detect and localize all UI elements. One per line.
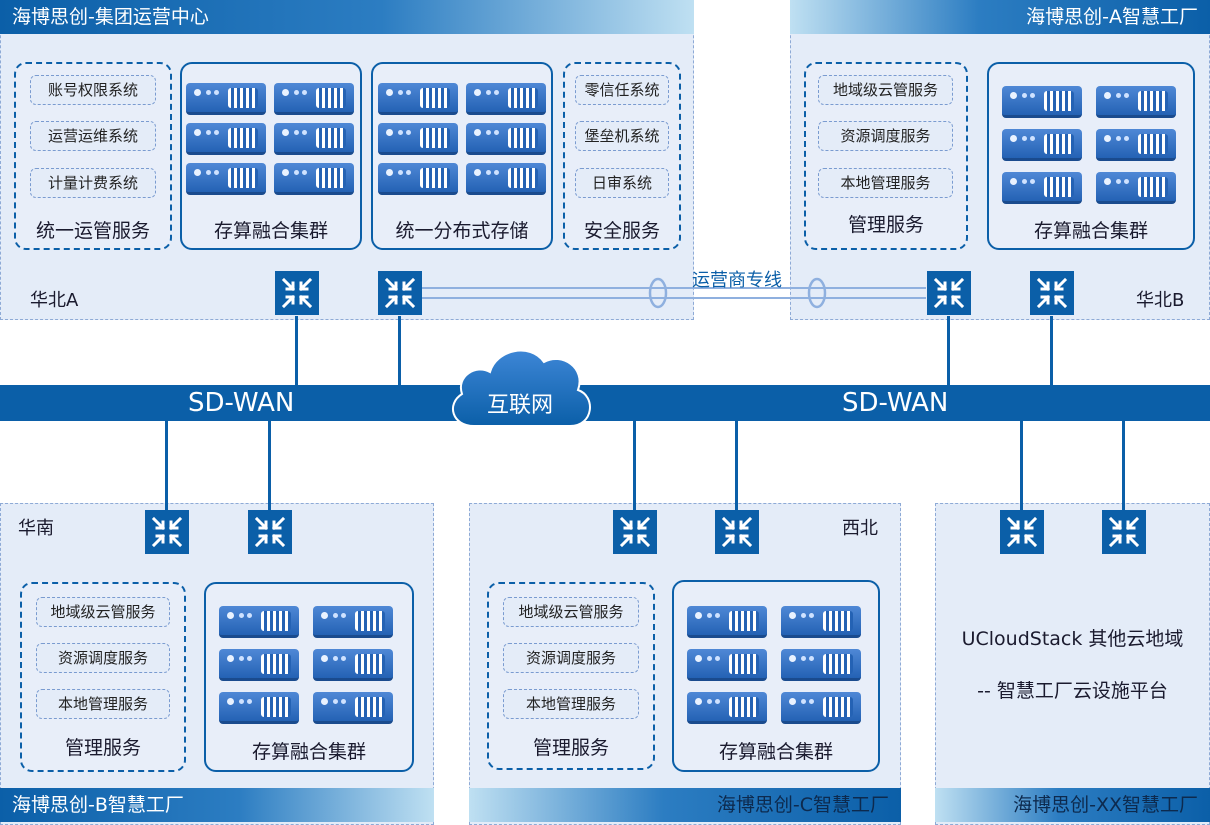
server-icon	[781, 692, 861, 724]
link-c-1	[633, 420, 636, 512]
server-icon	[186, 163, 266, 195]
server-icon	[274, 83, 354, 115]
server-icon	[687, 692, 767, 724]
link-c-2	[735, 420, 738, 512]
region-factory-xx	[935, 503, 1210, 825]
factory-xx-line-2: -- 智慧工厂云设施平台	[977, 680, 1168, 702]
server-icon	[687, 606, 767, 638]
factory-b-compute-label: 存算融合集群	[251, 741, 366, 763]
switch-hq-2	[378, 271, 422, 315]
server-icon	[378, 123, 458, 155]
factory-c-mgmt-item-2: 资源调度服务	[503, 643, 639, 673]
switch-xx-1	[1000, 510, 1044, 554]
carrier-line	[420, 277, 926, 309]
switch-c-1	[613, 510, 657, 554]
sd-wan-bus	[0, 385, 1210, 421]
internet-label: 互联网	[486, 393, 553, 418]
hq-security-label: 安全服务	[583, 220, 660, 242]
server-icon	[186, 123, 266, 155]
server-icon	[781, 606, 861, 638]
sd-wan-label-right: SD-WAN	[842, 388, 949, 418]
server-icon	[1002, 86, 1082, 118]
switch-b-2	[248, 510, 292, 554]
link-hq-1	[295, 316, 298, 386]
factory-b-title: 海博思创-B智慧工厂	[0, 788, 434, 822]
server-icon	[1096, 172, 1176, 204]
link-a-1	[947, 316, 950, 386]
switch-hq-1	[275, 271, 319, 315]
factory-a-title: 海博思创-A智慧工厂	[790, 0, 1210, 34]
sd-wan-label-left: SD-WAN	[188, 388, 295, 418]
hq-ops-item-2: 运营运维系统	[30, 121, 156, 151]
factory-a-mgmt-item-2: 资源调度服务	[818, 121, 953, 151]
hq-storage-label: 统一分布式存储	[395, 220, 529, 242]
hq-security-item-3: 日审系统	[575, 168, 669, 198]
server-icon	[274, 163, 354, 195]
server-icon	[313, 649, 393, 681]
factory-a-mgmt-item-3: 本地管理服务	[818, 168, 953, 198]
link-a-2	[1050, 316, 1053, 386]
hq-title: 海博思创-集团运营中心	[0, 0, 694, 34]
server-icon	[378, 163, 458, 195]
server-icon	[274, 123, 354, 155]
factory-a-mgmt-label: 管理服务	[847, 214, 924, 236]
server-icon	[219, 606, 299, 638]
factory-xx-title: 海博思创-XX智慧工厂	[935, 788, 1210, 822]
switch-c-2	[715, 510, 759, 554]
internet-cloud-icon	[451, 349, 591, 427]
switch-a-2	[1030, 271, 1074, 315]
server-icon	[687, 649, 767, 681]
hq-ops-item-3: 计量计费系统	[30, 168, 156, 198]
factory-c-region-label: 西北	[842, 518, 878, 539]
factory-b-mgmt-item-2: 资源调度服务	[36, 643, 170, 673]
switch-a-1	[927, 271, 971, 315]
switch-b-1	[145, 510, 189, 554]
switch-xx-2	[1102, 510, 1146, 554]
factory-a-region-label: 华北B	[1136, 290, 1185, 311]
hq-ops-label: 统一运管服务	[35, 220, 150, 242]
hq-security-item-1: 零信任系统	[575, 75, 669, 105]
carrier-line-label: 运营商专线	[692, 270, 782, 291]
factory-a-mgmt-item-1: 地域级云管服务	[818, 75, 953, 105]
server-icon	[1096, 129, 1176, 161]
server-icon	[1096, 86, 1176, 118]
factory-c-compute-label: 存算融合集群	[718, 741, 833, 763]
hq-region-label: 华北A	[30, 290, 79, 311]
server-icon	[1002, 172, 1082, 204]
server-icon	[466, 163, 546, 195]
link-xx-2	[1122, 420, 1125, 512]
server-icon	[1002, 129, 1082, 161]
server-icon	[313, 692, 393, 724]
factory-b-mgmt-item-1: 地域级云管服务	[36, 597, 170, 627]
link-xx-1	[1020, 420, 1023, 512]
server-icon	[219, 649, 299, 681]
hq-ops-item-1: 账号权限系统	[30, 75, 156, 105]
server-icon	[781, 649, 861, 681]
factory-b-region-label: 华南	[18, 518, 54, 539]
factory-c-mgmt-item-1: 地域级云管服务	[503, 597, 639, 627]
hq-compute-label: 存算融合集群	[213, 220, 328, 242]
server-icon	[219, 692, 299, 724]
link-b-2	[268, 420, 271, 512]
factory-c-mgmt-label: 管理服务	[532, 737, 609, 759]
factory-b-mgmt-item-3: 本地管理服务	[36, 689, 170, 719]
factory-a-compute-label: 存算融合集群	[1033, 220, 1148, 242]
server-icon	[313, 606, 393, 638]
server-icon	[466, 83, 546, 115]
factory-b-mgmt-label: 管理服务	[64, 737, 141, 759]
hq-security-item-2: 堡垒机系统	[575, 121, 669, 151]
link-hq-2	[398, 316, 401, 386]
server-icon	[466, 123, 546, 155]
factory-xx-line-1: UCloudStack 其他云地域	[961, 628, 1184, 650]
server-icon	[186, 83, 266, 115]
factory-c-title: 海博思创-C智慧工厂	[469, 788, 901, 822]
link-b-1	[165, 420, 168, 512]
factory-c-mgmt-item-3: 本地管理服务	[503, 689, 639, 719]
server-icon	[378, 83, 458, 115]
